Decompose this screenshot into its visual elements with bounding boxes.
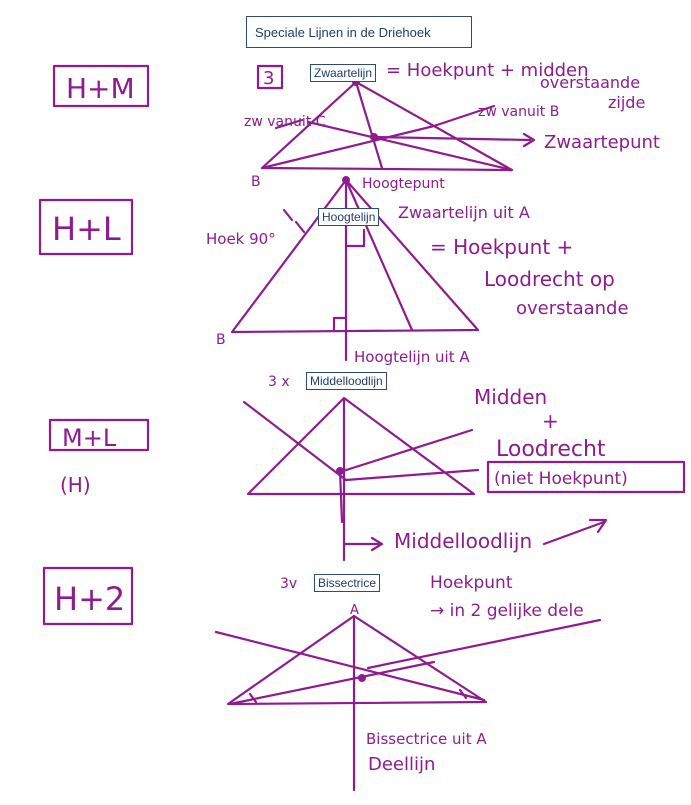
zw-vanuit-a: Zwaartelijn uit A bbox=[398, 203, 530, 222]
mid-def-2: + bbox=[542, 409, 559, 433]
ml-box: M+L bbox=[48, 418, 150, 452]
zwaartepunt-dot bbox=[370, 133, 378, 141]
bissectrice-dot bbox=[358, 674, 366, 682]
hoogtepunt-dot bbox=[342, 176, 350, 184]
triangle-4 bbox=[214, 614, 602, 792]
three-v: 3v bbox=[280, 576, 297, 592]
zw-def-1: = Hoekpunt + midden bbox=[386, 60, 589, 81]
deellijn: Deellijn bbox=[368, 754, 435, 775]
mid-def-4: (niet Hoekpunt) bbox=[494, 469, 628, 489]
vertex-b2: B bbox=[216, 332, 226, 348]
zwaartelijn-label: Zwaartelijn bbox=[310, 64, 377, 82]
hl-box: H+L bbox=[38, 198, 134, 256]
three-x: 3 x bbox=[268, 374, 290, 390]
hoek-90: Hoek 90° bbox=[206, 230, 276, 248]
zwaartepunt-label: Zwaartepunt bbox=[544, 132, 660, 153]
hl-def-3: overstaande bbox=[516, 298, 629, 319]
bissectrice-label: Bissectrice bbox=[314, 574, 381, 592]
three-label: 3 bbox=[263, 68, 274, 89]
page-title: Speciale Lijnen in de Driehoek bbox=[246, 16, 472, 48]
hoogtepunt-label: Hoogtepunt bbox=[362, 176, 445, 192]
hm-label: H+M bbox=[66, 72, 135, 105]
middelloodlijn-label: Middelloodlijn bbox=[394, 529, 532, 553]
hl-def-1: = Hoekpunt + bbox=[430, 235, 573, 259]
vertex-a: A bbox=[350, 603, 359, 618]
hoogtelijn-a: Hoogtelijn uit A bbox=[354, 348, 470, 366]
ml-label: M+L bbox=[62, 424, 117, 452]
hoogtelijn-label: Hoogtelijn bbox=[318, 208, 380, 226]
middelloodlijn-dot bbox=[336, 467, 344, 475]
middelloodlijn-box-label: Middelloodlijn bbox=[306, 372, 387, 390]
h2-label: H+2 bbox=[54, 580, 125, 618]
vertex-b1: B bbox=[251, 174, 261, 190]
hm-box: H+M bbox=[52, 64, 150, 108]
ml-sub: (H) bbox=[60, 473, 91, 497]
triangle-3 bbox=[242, 396, 608, 562]
hl-def-2: Loodrecht op bbox=[484, 267, 615, 291]
three-box bbox=[256, 64, 284, 90]
zw-vanuit-b: zw vanuit B bbox=[478, 104, 559, 120]
h2-box: H+2 bbox=[42, 566, 134, 626]
zw-def-3: zijde bbox=[608, 93, 645, 112]
bis-def-1: Hoekpunt bbox=[430, 573, 513, 593]
mid-def-3: Loodrecht bbox=[496, 437, 606, 462]
bis-a: Bissectrice uit A bbox=[366, 730, 487, 748]
mid-def-1: Midden bbox=[474, 385, 547, 409]
zw-c: zw vanuit C bbox=[244, 114, 326, 130]
bis-def-2: → in 2 gelijke dele bbox=[430, 601, 584, 621]
hl-label: H+L bbox=[52, 210, 121, 248]
triangle-1 bbox=[260, 78, 536, 172]
zw-def-2: overstaande bbox=[540, 73, 640, 92]
niet-hoekpunt-box bbox=[486, 460, 686, 494]
